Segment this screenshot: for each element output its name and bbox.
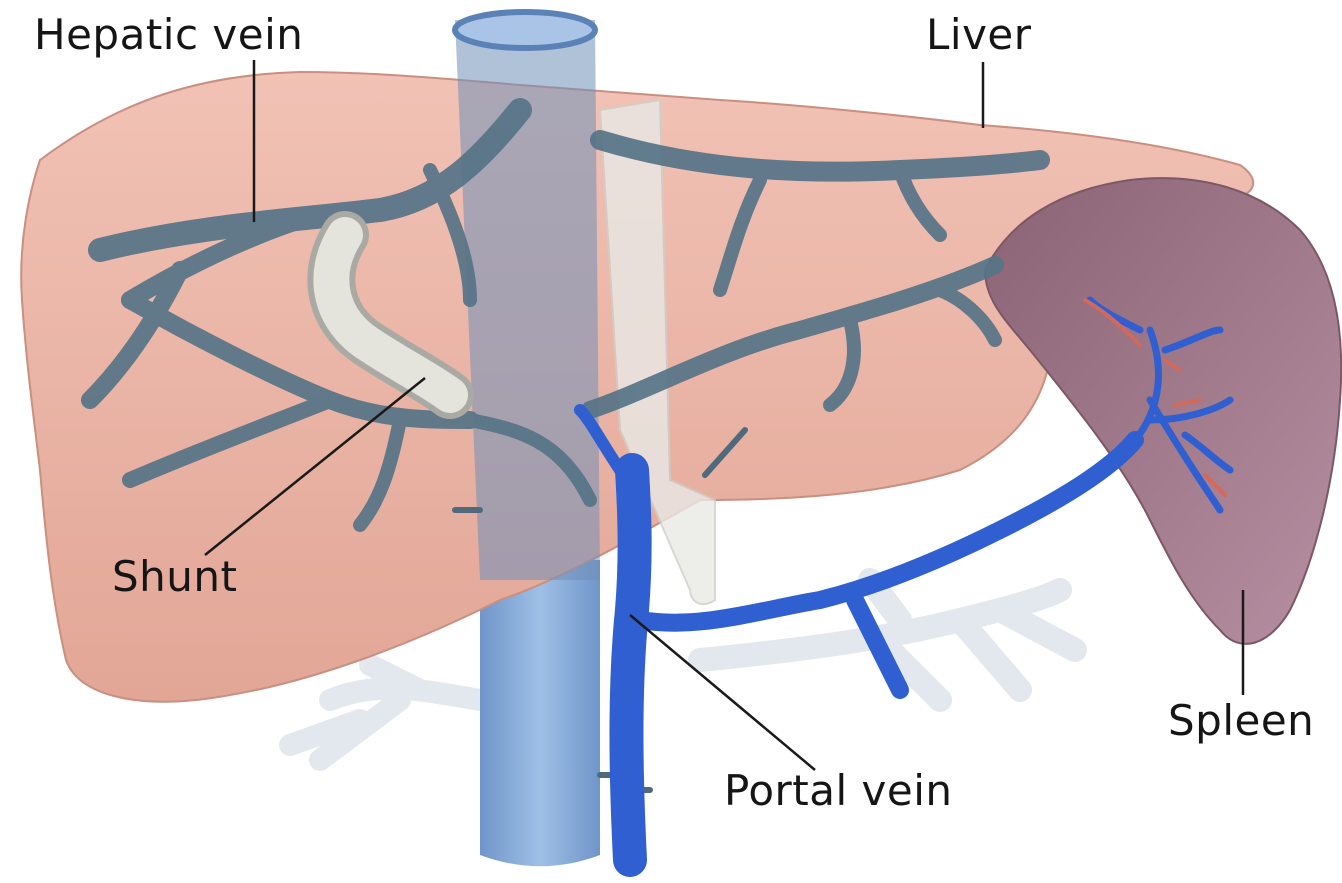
inferior-vena-cava-lower — [480, 560, 600, 866]
label-hepatic-vein: Hepatic vein — [34, 14, 303, 56]
leader-line-portal-vein — [630, 615, 815, 770]
vena-cava-opening — [455, 12, 595, 48]
label-liver: Liver — [926, 14, 1032, 56]
label-spleen: Spleen — [1168, 700, 1314, 742]
spleen — [985, 178, 1341, 644]
label-portal-vein: Portal vein — [724, 770, 953, 812]
label-shunt: Shunt — [112, 556, 238, 598]
